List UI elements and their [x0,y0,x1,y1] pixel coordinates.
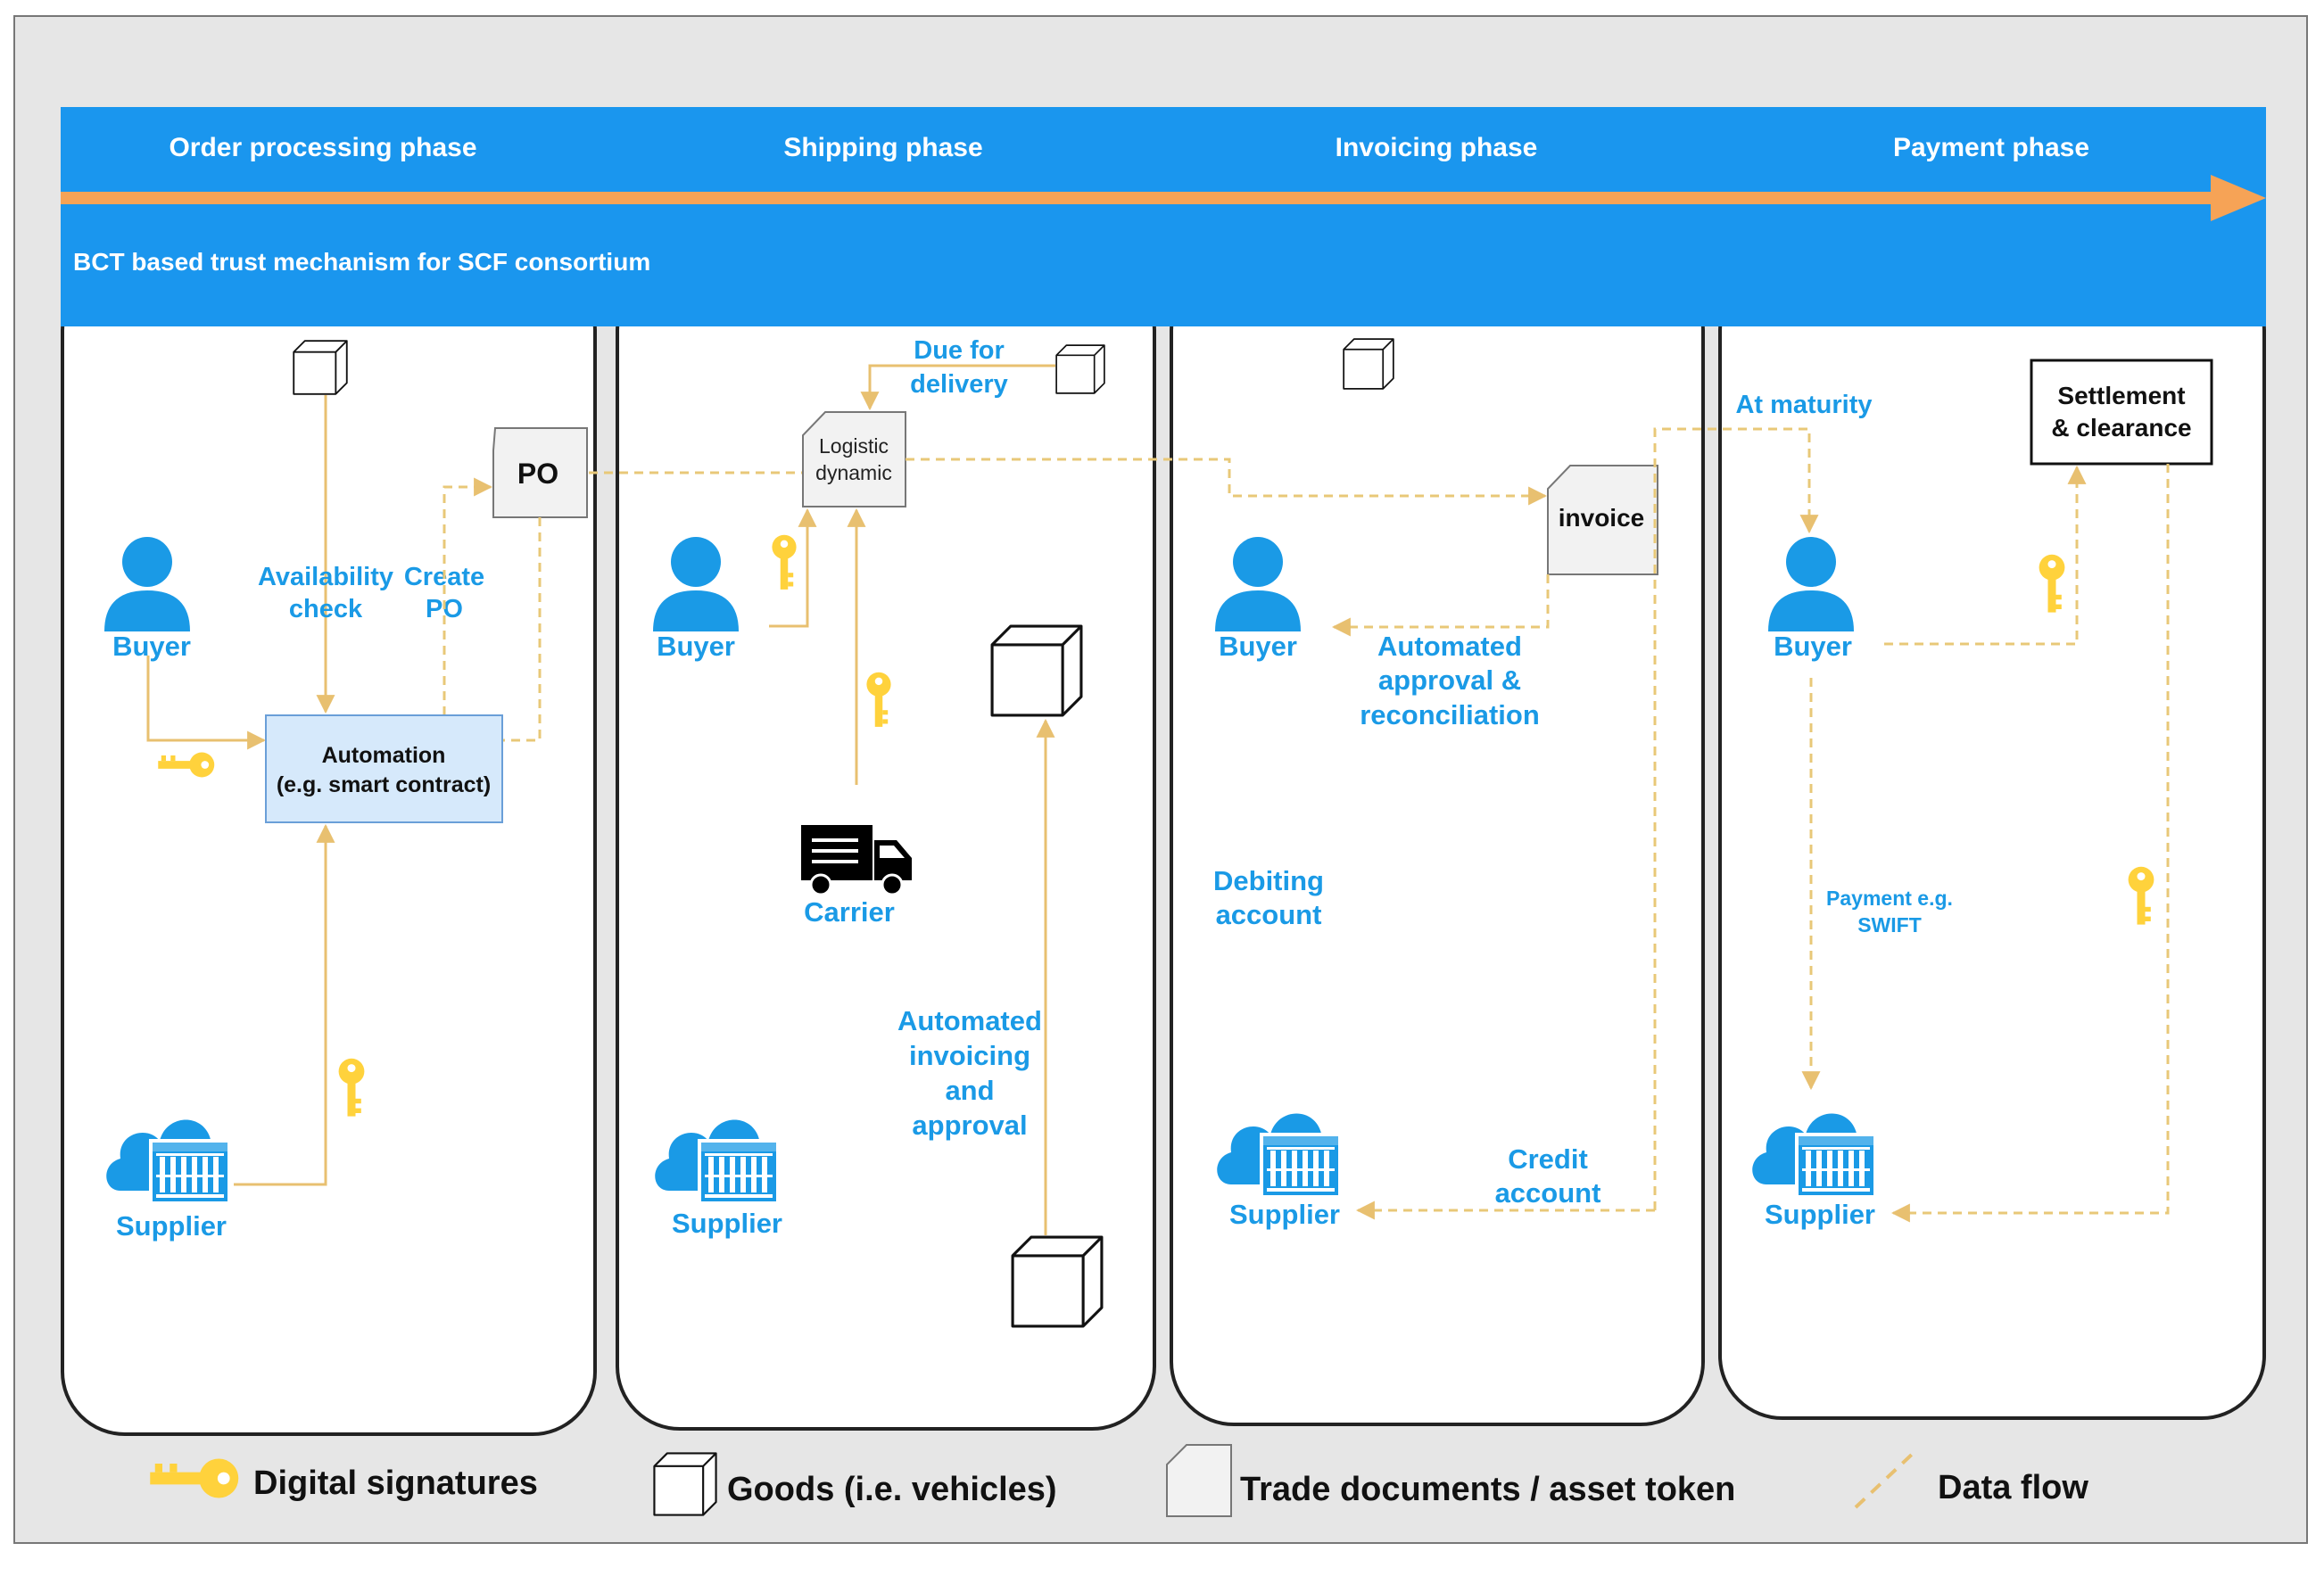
at-maturity-label: At maturity [1735,391,1872,419]
supplier-label: Supplier [1765,1199,1875,1230]
carrier-label: Carrier [804,896,895,928]
debiting-account-label-2: account [1216,899,1322,930]
truck-icon [801,825,912,896]
buyer-label: Buyer [112,631,191,662]
buyer-automation-flow [146,656,267,750]
phase-invoicing: Invoicing phase [1336,133,1538,162]
logistic-dynamic-label-1: Logistic [819,434,889,458]
logistic-invoice-flow [906,458,1548,506]
payment-label-1: Payment e.g. [1826,887,1953,910]
band-subtitle: BCT based trust mechanism for SCF consor… [73,248,650,276]
goods-cube-icon [1011,1235,1104,1328]
timeline-arrow-shaft [61,192,2211,204]
cube-icon [653,1452,717,1516]
automated-invoicing-label-2: invoicing [909,1040,1030,1071]
buyer-logistic-flow [769,507,817,628]
phase-band [61,107,2266,326]
supplier-label: Supplier [116,1210,227,1242]
credit-account-label-2: account [1495,1177,1601,1209]
payment-label-2: SWIFT [1857,913,1922,937]
logistic-dynamic-label-2: dynamic [815,461,892,484]
maturity-flow [1653,427,1819,1210]
invoice-label: invoice [1559,504,1644,532]
automation-label-2: (e.g. smart contract) [277,772,491,797]
automation-label-1: Automation [322,743,446,768]
buyer-label: Buyer [1774,631,1852,662]
automation-box [265,714,503,823]
legend-trade-documents: Trade documents / asset token [1240,1471,1735,1508]
availability-check-label-1: Availability [258,563,393,591]
automated-approval-label-2: approval & [1378,664,1521,696]
goods-cube-icon [1055,344,1105,394]
legend-goods: Goods (i.e. vehicles) [727,1471,1057,1508]
document-icon [1166,1444,1232,1517]
legend: Digital signatures Goods (i.e. vehicles)… [150,1444,2088,1517]
debiting-account-label-1: Debiting [1213,865,1324,896]
phase-payment: Payment phase [1893,133,2089,162]
goods-cube-icon [1343,338,1394,390]
supplier-automation-flow [234,823,335,1186]
legend-digital-signatures: Digital signatures [253,1465,538,1502]
automated-invoicing-label-3: and [945,1075,994,1106]
po-document-icon [492,427,588,518]
invoice-document-icon [1547,465,1658,575]
buyer-settlement-flow [1884,465,2087,646]
credit-account-label-1: Credit [1508,1143,1588,1175]
due-delivery-flow [860,364,1055,411]
phase-order-processing: Order processing phase [169,133,476,162]
po-automation-flow [502,517,542,742]
settlement-label-2: & clearance [2051,414,2191,441]
legend-data-flow: Data flow [1938,1469,2088,1506]
automated-approval-label-3: reconciliation [1360,699,1540,730]
po-label: PO [517,458,558,490]
settlement-supplier-flow [1890,464,2170,1223]
phase-shipping: Shipping phase [783,133,982,162]
goods-cube-icon [293,340,348,395]
automated-invoicing-label-4: approval [912,1110,1027,1141]
automated-approval-label-1: Automated [1377,631,1522,662]
buyer-label: Buyer [1219,631,1297,662]
due-for-delivery-label-2: delivery [910,370,1008,399]
settlement-box [2030,359,2213,466]
automated-invoicing-label-1: Automated [897,1005,1042,1036]
availability-check-label-2: check [289,595,363,623]
create-po-flow [442,477,493,715]
buyer-label: Buyer [657,631,735,662]
lane-invoicing [1170,266,1705,1426]
due-for-delivery-label-1: Due for [914,336,1005,365]
supplier-label: Supplier [672,1208,782,1239]
approval-flow [1331,574,1550,637]
timeline-arrow-head [2211,175,2266,221]
settlement-label-1: Settlement [2057,382,2185,409]
supplier-label: Supplier [1229,1199,1340,1230]
data-flow-icon [1854,1448,1918,1509]
logistic-document-icon [802,411,906,507]
goods-cube-icon [990,624,1083,717]
